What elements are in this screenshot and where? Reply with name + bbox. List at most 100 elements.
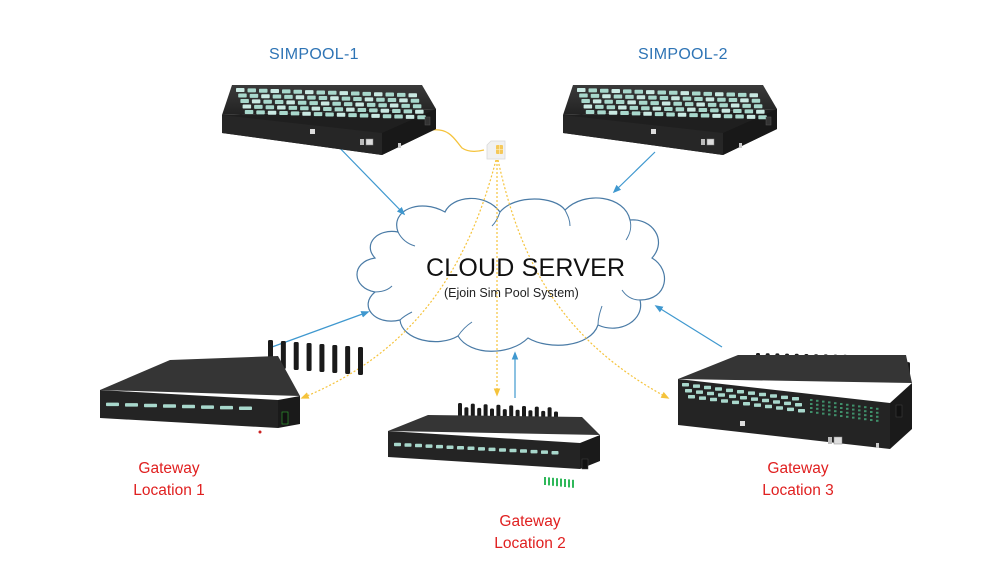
status-led-icon bbox=[560, 478, 562, 487]
sim-slot bbox=[795, 403, 802, 407]
sim-slot bbox=[682, 383, 689, 387]
sim-slot bbox=[685, 389, 692, 393]
sim-slot bbox=[746, 114, 756, 119]
antenna-icon bbox=[358, 347, 363, 375]
sim-slot bbox=[723, 114, 733, 119]
sim-slot bbox=[602, 94, 611, 99]
status-led-icon bbox=[834, 402, 837, 405]
sim-slot bbox=[700, 113, 710, 118]
status-led-icon bbox=[564, 479, 566, 487]
status-led-icon bbox=[876, 411, 879, 414]
sim-slot bbox=[787, 407, 794, 412]
ethernet-port-icon bbox=[365, 138, 374, 146]
sim-slot bbox=[693, 384, 700, 388]
sim-slot bbox=[606, 105, 616, 110]
sim-slot bbox=[631, 111, 641, 116]
sim-slot bbox=[623, 89, 632, 94]
status-led-icon bbox=[544, 477, 546, 485]
sim-slot bbox=[751, 397, 758, 401]
sim-slot bbox=[236, 88, 245, 92]
status-led-icon bbox=[864, 414, 867, 417]
sim-slot bbox=[650, 101, 659, 106]
sim-slot bbox=[654, 112, 664, 117]
sim-slot bbox=[339, 91, 348, 96]
side-port-icon bbox=[281, 411, 289, 425]
sim-slot bbox=[742, 103, 751, 108]
sim-slot bbox=[737, 390, 744, 394]
gateway-3-device bbox=[678, 353, 912, 449]
sim-slot bbox=[488, 447, 496, 452]
sim-slot bbox=[323, 106, 332, 111]
sim-slot bbox=[249, 93, 259, 98]
sim-slot bbox=[300, 106, 309, 111]
status-led-icon bbox=[864, 410, 867, 413]
sim-slot bbox=[765, 404, 772, 409]
sim-slot bbox=[201, 405, 214, 409]
sim-slot bbox=[499, 448, 506, 452]
sim-slot bbox=[638, 100, 648, 105]
sim-slot bbox=[707, 102, 717, 107]
sim-slot bbox=[374, 92, 383, 97]
sim-slot bbox=[290, 111, 300, 116]
sim-slot bbox=[710, 108, 719, 113]
sim-slot bbox=[743, 402, 750, 406]
sim-slot bbox=[346, 107, 355, 112]
sim-slot bbox=[405, 114, 415, 119]
sim-slot bbox=[325, 112, 334, 117]
sim-slot bbox=[618, 105, 627, 110]
cloud-server-subtitle: (Ejoin Sim Pool System) bbox=[444, 286, 579, 300]
status-led-icon bbox=[552, 477, 554, 486]
status-led-icon bbox=[828, 401, 831, 404]
sim-slot bbox=[692, 91, 701, 96]
antenna-icon bbox=[332, 345, 338, 373]
sim-slot bbox=[509, 448, 517, 453]
status-led-icon bbox=[852, 412, 855, 415]
sim-slot bbox=[730, 103, 740, 108]
sim-slot bbox=[585, 110, 595, 114]
sim-slot bbox=[689, 113, 698, 118]
sim-slot bbox=[583, 104, 593, 109]
sim-slot bbox=[302, 111, 311, 116]
sim-slot bbox=[348, 113, 357, 118]
status-led-icon bbox=[810, 411, 813, 413]
sim-slot bbox=[376, 97, 385, 102]
sim-slot bbox=[520, 449, 527, 453]
power-port-icon bbox=[398, 143, 401, 148]
sim-slot bbox=[274, 100, 284, 105]
sim-slot bbox=[401, 103, 410, 108]
sim-slot bbox=[675, 107, 685, 112]
sim-slot bbox=[288, 105, 298, 110]
sim-slot bbox=[719, 103, 728, 108]
device-top bbox=[678, 355, 912, 383]
sim-slot bbox=[311, 106, 321, 111]
sim-slot bbox=[699, 396, 706, 400]
usb-port-icon bbox=[828, 437, 832, 444]
sim-slot bbox=[530, 449, 538, 454]
sim-slot bbox=[710, 397, 717, 402]
device-top bbox=[388, 415, 600, 435]
sim-slot bbox=[770, 394, 777, 398]
sim-card-icon bbox=[486, 140, 506, 160]
sim-slot bbox=[263, 99, 272, 104]
sim-slot bbox=[415, 109, 424, 114]
sim-slot bbox=[673, 101, 682, 106]
sim-slot bbox=[341, 96, 351, 101]
sim-slot bbox=[369, 108, 378, 113]
sim-slot bbox=[307, 95, 316, 100]
status-led-icon bbox=[858, 409, 861, 412]
sim-slot bbox=[726, 388, 733, 393]
status-led-icon bbox=[828, 405, 831, 408]
sim-slot bbox=[551, 450, 559, 455]
sim-slot bbox=[106, 402, 119, 407]
sim-slot bbox=[357, 108, 367, 112]
antenna-icon bbox=[293, 342, 299, 370]
sim-slot bbox=[705, 97, 715, 102]
logo-icon bbox=[740, 421, 745, 426]
sim-slot bbox=[403, 109, 413, 114]
sim-slot bbox=[717, 97, 726, 102]
sim-slot bbox=[715, 387, 722, 391]
sim-slot bbox=[182, 404, 195, 409]
gateway-3-label: Gateway Location 3 bbox=[755, 458, 841, 502]
status-led-icon bbox=[840, 411, 843, 413]
status-led-icon bbox=[834, 414, 837, 417]
